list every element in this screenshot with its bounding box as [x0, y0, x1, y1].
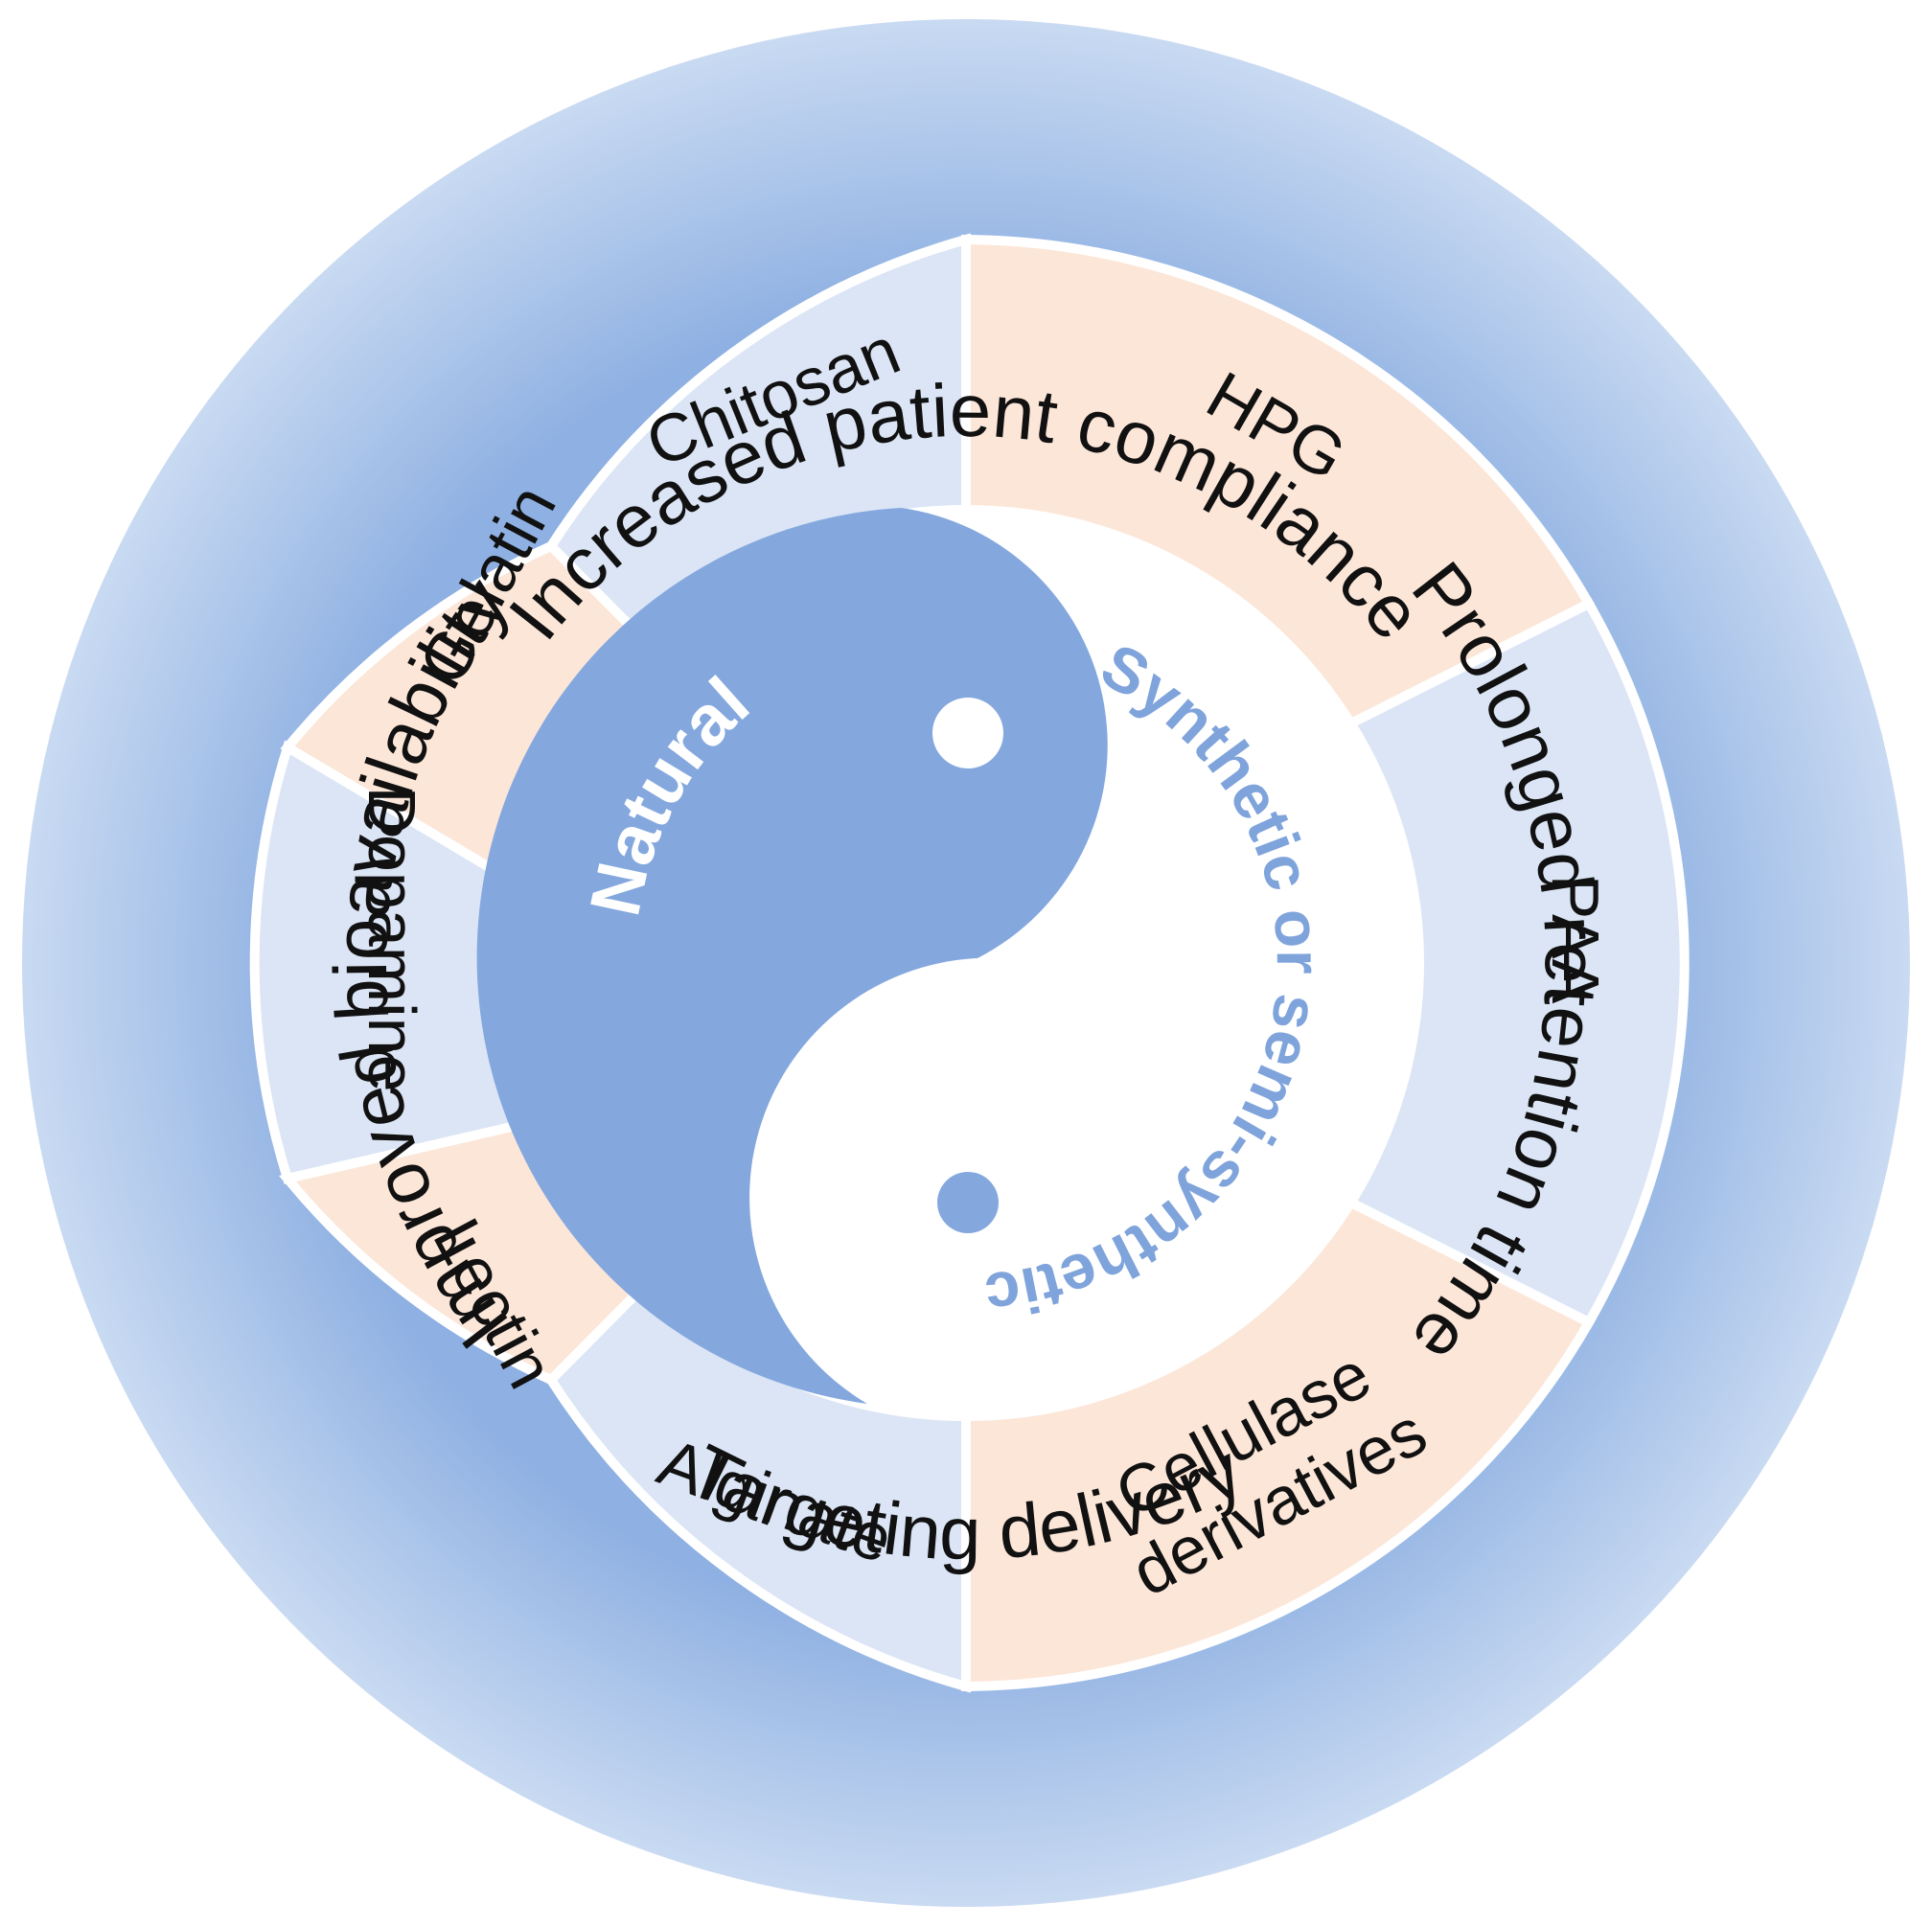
yin-eye-white	[932, 698, 1003, 768]
dopamine-label: Dopamine	[355, 786, 429, 1091]
paa-label: PAA	[1538, 875, 1613, 1004]
yin-yang	[476, 505, 1424, 1421]
yang-eye-blue	[937, 1172, 999, 1233]
